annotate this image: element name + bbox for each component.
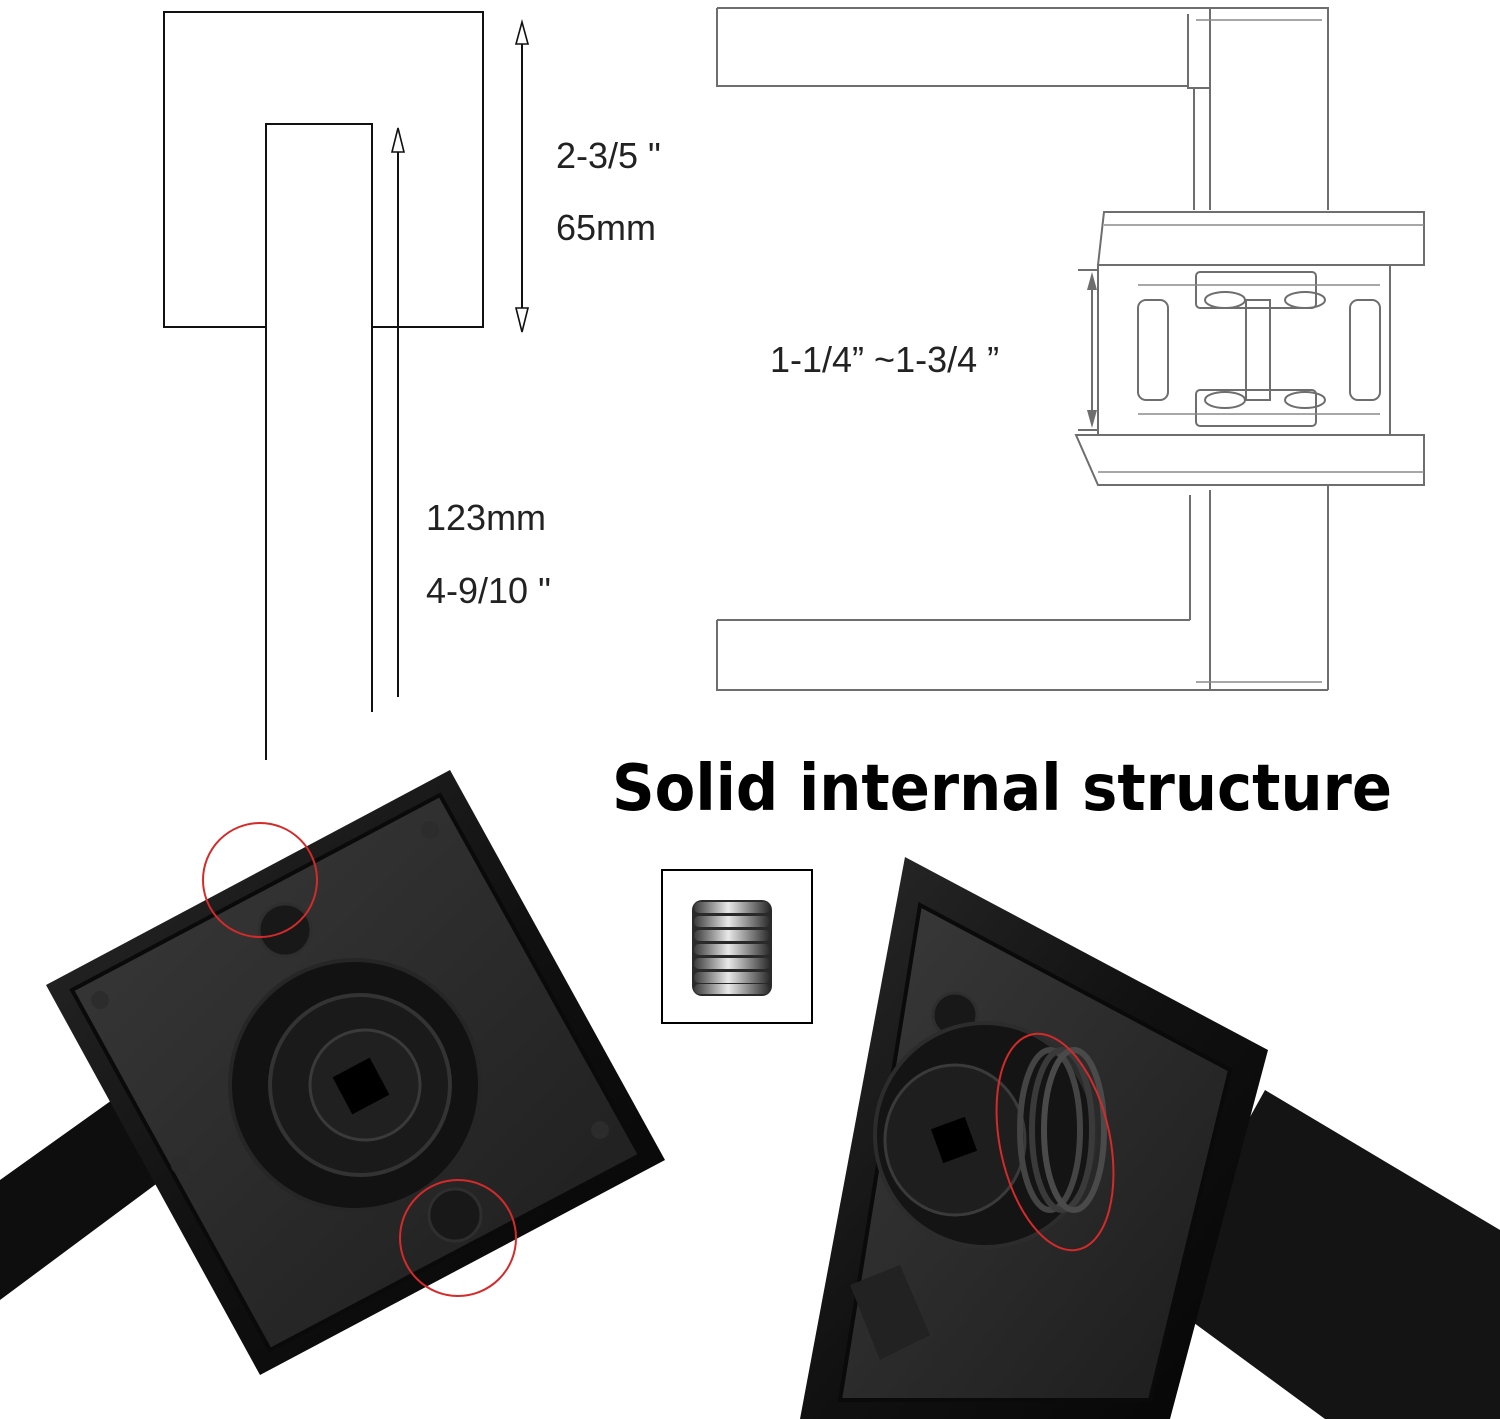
lower-rose-outline bbox=[1074, 434, 1425, 486]
upper-rose-outline bbox=[1096, 211, 1425, 266]
highlight-circle-bottom bbox=[399, 1179, 517, 1297]
door-thickness-label: 1-1/4” ~1-3/4 ” bbox=[770, 339, 999, 380]
spindle-square-hole bbox=[332, 1057, 390, 1115]
door-thickness-arrow bbox=[1078, 269, 1098, 431]
spring-mechanism-photo bbox=[800, 857, 1500, 1419]
rose-height-arrow bbox=[514, 18, 530, 333]
spring-inset bbox=[661, 869, 813, 1024]
mount-post-bottom bbox=[427, 1187, 483, 1243]
spring-coils bbox=[1017, 1047, 1107, 1213]
highlight-circle-spring bbox=[995, 1032, 1115, 1252]
lever-bar-right bbox=[1190, 1090, 1500, 1419]
lever-length-metric-label: 123mm bbox=[426, 497, 546, 538]
headline-title: Solid internal structure bbox=[612, 752, 1392, 826]
rose-interior-photo bbox=[0, 770, 665, 1375]
lower-lever-outline bbox=[716, 619, 1328, 691]
lever-length-arrow bbox=[390, 127, 406, 697]
lower-lever-neck bbox=[1189, 485, 1329, 690]
door-thickness-drawing: 1-1/4” ~1-3/4 ” bbox=[716, 7, 1425, 691]
lever-length-imperial-label: 4-9/10 " bbox=[426, 570, 551, 611]
upper-lever-outline bbox=[716, 7, 1211, 89]
mount-post-top bbox=[257, 902, 313, 958]
rose-height-imperial-label: 2-3/5 " bbox=[556, 135, 661, 176]
lever-dimension-drawing: 2-3/5 " 65mm 123mm 4-9/10 " bbox=[163, 11, 661, 760]
upper-lever-neck bbox=[1193, 7, 1329, 210]
spring-image bbox=[692, 900, 772, 996]
spindle-square-hole-right bbox=[930, 1116, 978, 1164]
latch-stub bbox=[850, 1265, 930, 1360]
spindle-mechanism bbox=[1097, 264, 1391, 436]
rose-height-metric-label: 65mm bbox=[556, 207, 656, 248]
highlight-circle-top bbox=[202, 822, 318, 938]
rose-outline bbox=[163, 11, 484, 328]
